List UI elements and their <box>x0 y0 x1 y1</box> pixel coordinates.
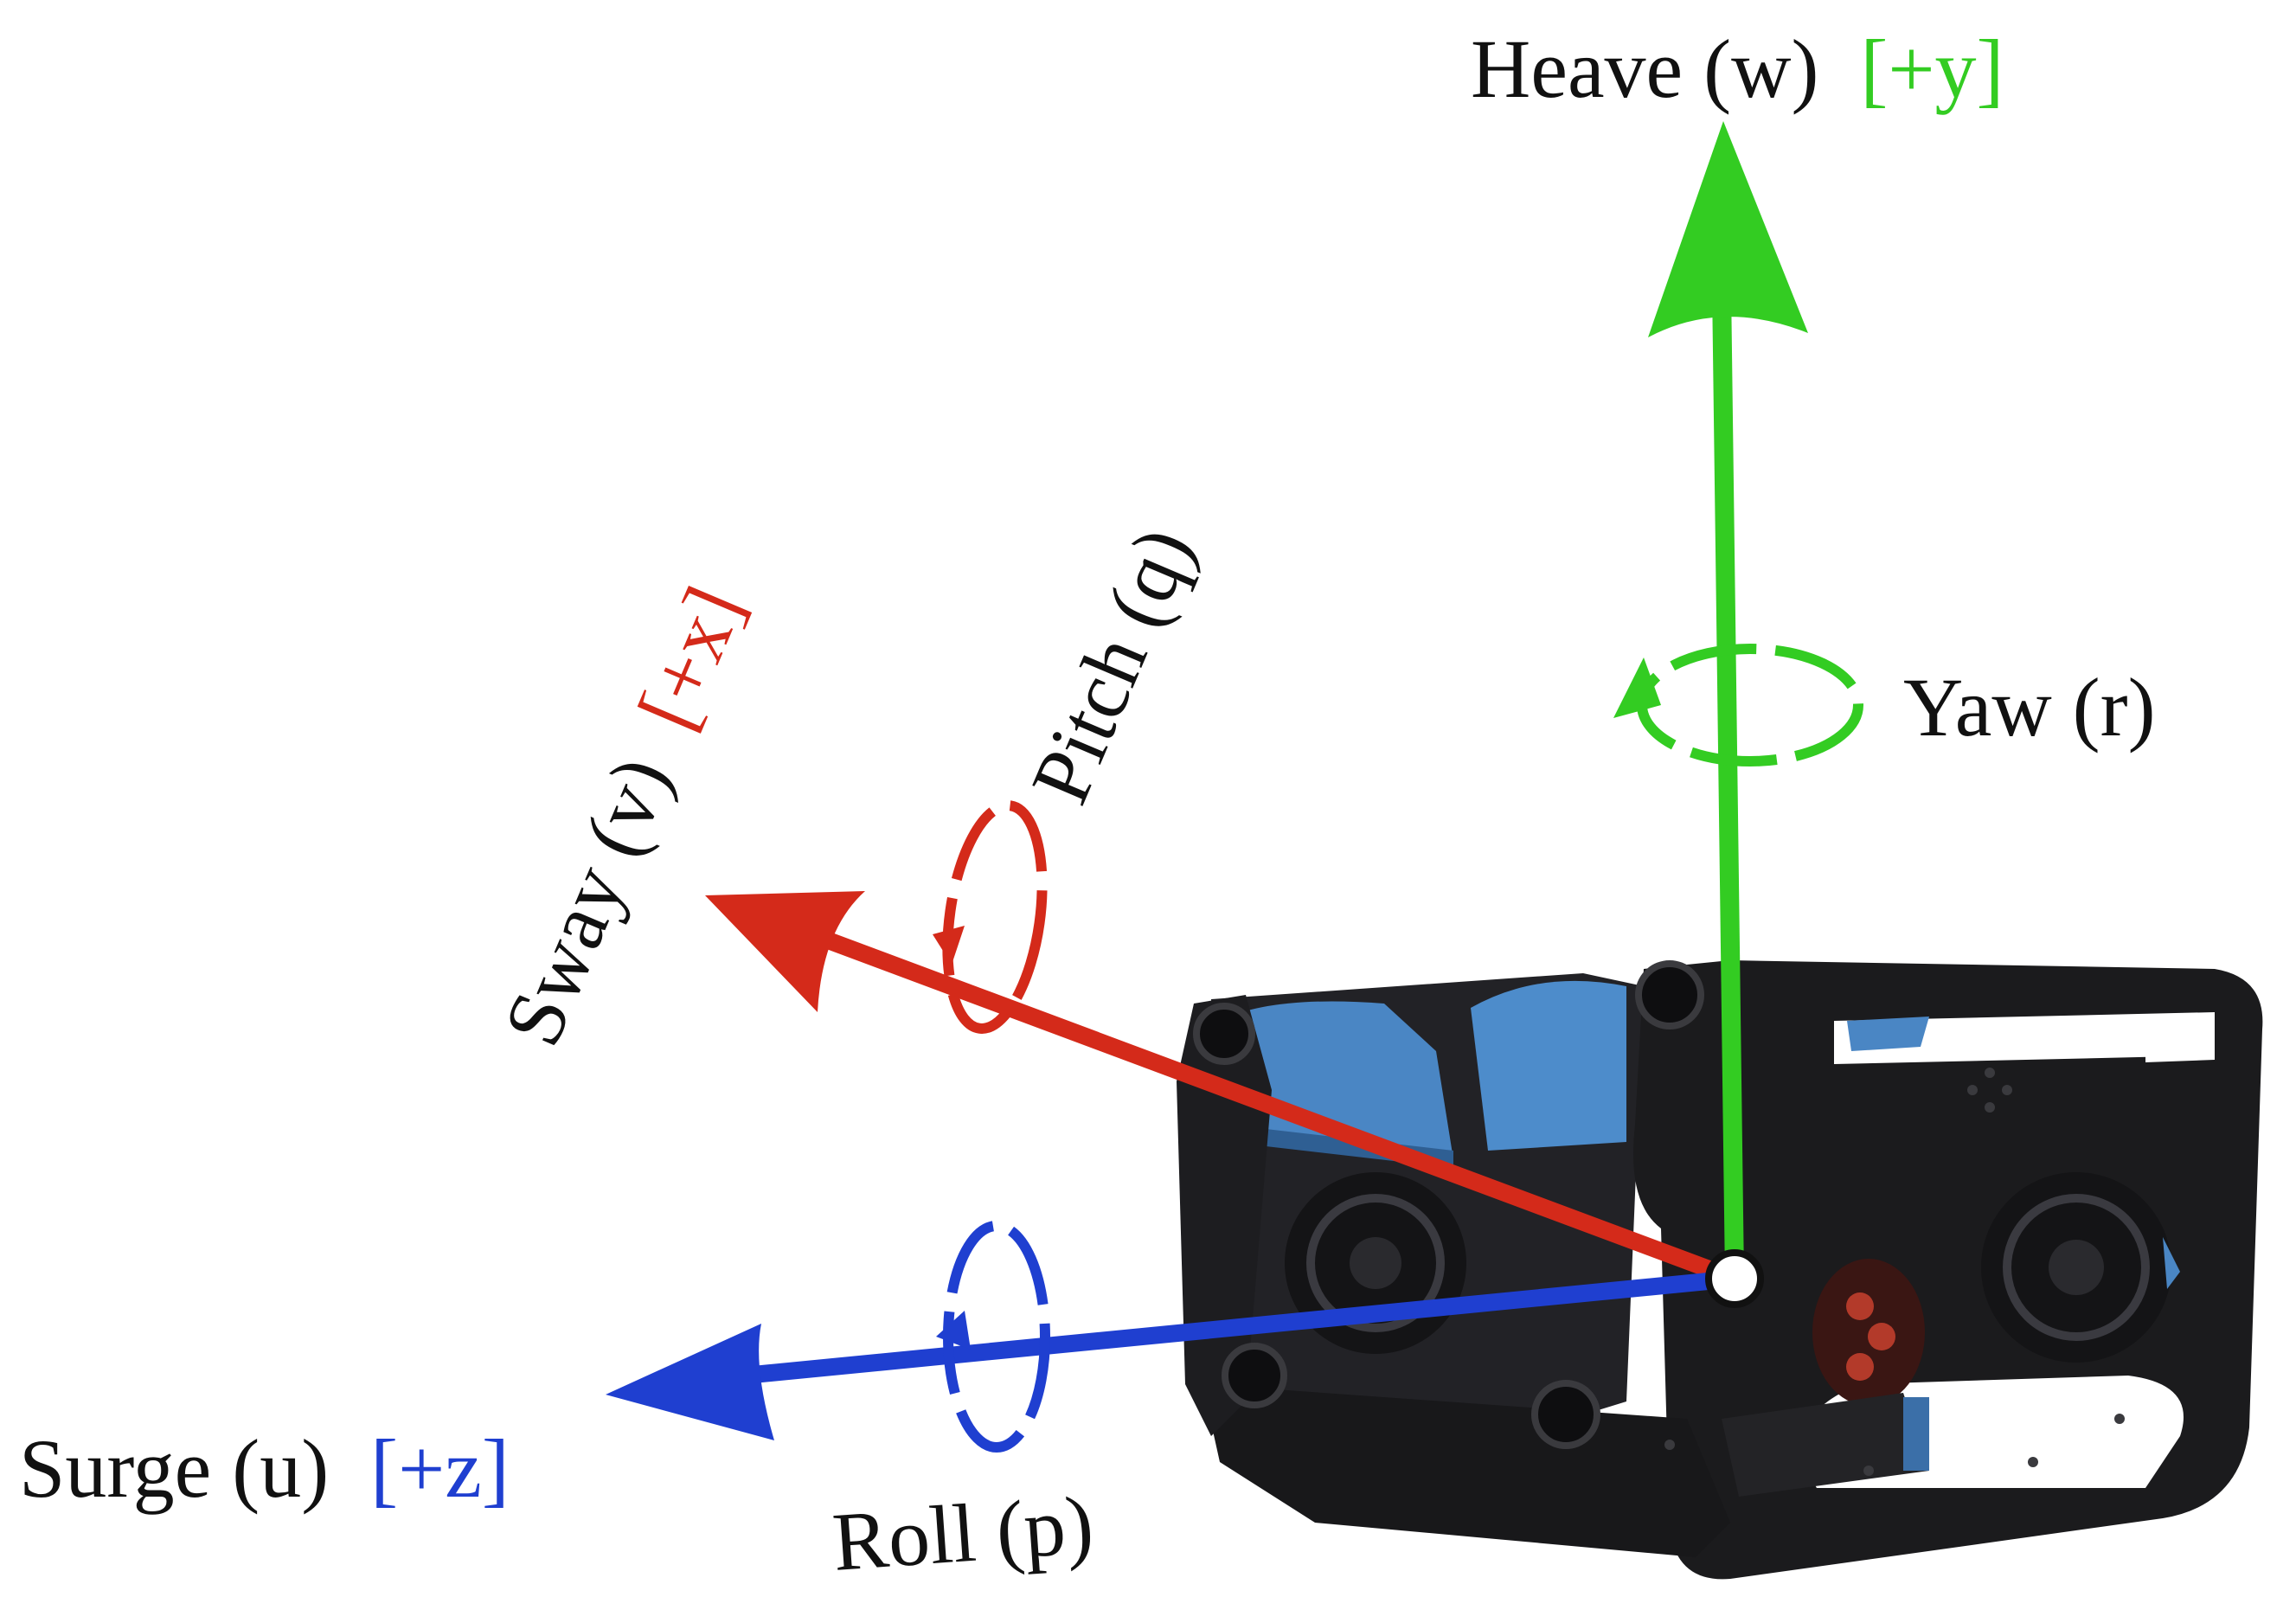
roll-label: Roll (p) <box>830 1478 1096 1588</box>
surge-label: Surge (u) [+z] <box>19 1422 510 1515</box>
surge-axis <box>606 1270 1735 1440</box>
red-light-fixture <box>1812 1259 1925 1406</box>
heave-axis-arrowhead <box>1648 121 1808 337</box>
heave-axis-line <box>1712 285 1744 1280</box>
surge-axis-tag: [+z] <box>370 1422 510 1515</box>
heave-label: Heave (w) [+y] <box>1471 22 2004 115</box>
sway-axis-line <box>797 921 1738 1287</box>
sway-axis <box>705 891 1738 1287</box>
surge-axis-arrowhead <box>606 1324 774 1440</box>
heave-axis-tag: [+y] <box>1860 22 2004 115</box>
surge-axis-name: Surge (u) <box>19 1422 329 1515</box>
pitch-rotation-indicator <box>933 800 1048 1034</box>
roll-rotation-indicator <box>936 1221 1050 1453</box>
rov-lower-chassis <box>1203 1384 1730 1557</box>
yaw-rotation-indicator <box>1613 644 1863 766</box>
sway-axis-name: Sway (v) <box>485 744 689 1058</box>
rov-float-right <box>1471 980 1626 1151</box>
heave-axis <box>1648 121 1808 1280</box>
origin-point <box>1705 1249 1764 1308</box>
sway-axis-tag: [+x] <box>619 574 760 742</box>
thruster-right <box>1981 1172 2180 1363</box>
rov-float-left <box>1220 1001 1453 1159</box>
yaw-label: Yaw (r) <box>1903 661 2156 754</box>
heave-axis-name: Heave (w) <box>1471 22 1818 115</box>
pitch-label: Pitch (q) <box>1013 515 1211 817</box>
sway-axis-arrowhead <box>705 891 865 1012</box>
sway-label: Sway (v) [+x] <box>485 574 761 1058</box>
surge-axis-line <box>726 1270 1735 1386</box>
